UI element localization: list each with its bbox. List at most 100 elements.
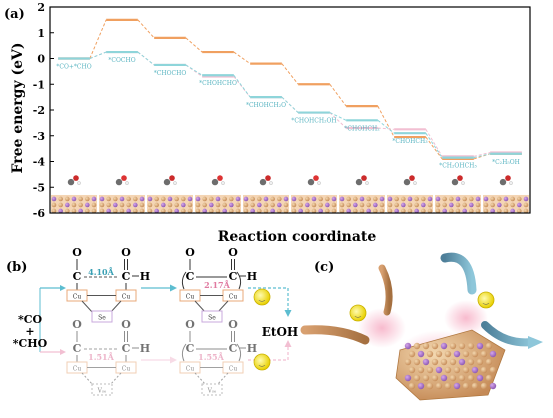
energy-connector bbox=[377, 119, 395, 134]
adsorbate-oxygen bbox=[217, 175, 223, 181]
particle-atom bbox=[404, 374, 412, 382]
particle-atom bbox=[471, 350, 479, 358]
se-vacancy-2 bbox=[201, 383, 223, 396]
slab-atom bbox=[339, 208, 345, 214]
particle-atom bbox=[485, 358, 493, 366]
energy-connector bbox=[329, 112, 347, 129]
electron-icon-bottom bbox=[253, 353, 271, 371]
slab-atom bbox=[414, 202, 419, 208]
atom-c-7: C bbox=[186, 342, 195, 355]
panel-b-label: (b) bbox=[6, 260, 27, 275]
distance-label-1: 4.10Å bbox=[88, 267, 114, 277]
energy-connector bbox=[425, 132, 443, 158]
slab-atom bbox=[339, 202, 345, 208]
slab-atom bbox=[243, 196, 249, 202]
adsorbate-oxygen bbox=[409, 175, 415, 181]
slab-atom bbox=[455, 202, 461, 208]
slab-atom bbox=[517, 208, 522, 214]
slab-atom bbox=[147, 202, 153, 208]
slab-atom bbox=[154, 202, 159, 208]
particle-atom bbox=[413, 358, 421, 366]
slab-atom bbox=[257, 196, 262, 202]
slab-atom bbox=[187, 196, 193, 202]
slab-atom bbox=[119, 208, 125, 214]
slab-atom bbox=[353, 202, 358, 208]
slab-atom bbox=[394, 196, 399, 202]
nanoparticle-atoms bbox=[404, 342, 497, 390]
slab-atom bbox=[51, 202, 57, 208]
particle-atom bbox=[417, 350, 425, 358]
c-cu-curve-1 bbox=[181, 271, 187, 290]
slab-atom bbox=[442, 202, 447, 208]
adsorbate-hydrogen bbox=[221, 181, 225, 185]
product-stream-right bbox=[481, 321, 536, 347]
particle-atom bbox=[476, 374, 484, 382]
slab-atom bbox=[58, 202, 63, 208]
x-axis-label: Reaction coordinate bbox=[218, 229, 377, 245]
cu-label-2: Cu bbox=[122, 294, 131, 301]
slab-atom bbox=[195, 208, 201, 214]
slab-atom bbox=[435, 196, 441, 202]
slab-atom bbox=[139, 202, 145, 208]
slab-atom bbox=[394, 208, 399, 214]
energy-connector bbox=[137, 51, 155, 66]
slab-atom bbox=[325, 196, 330, 202]
adsorbate-oxygen bbox=[505, 175, 511, 181]
slab-atom bbox=[291, 196, 297, 202]
slab-atom bbox=[270, 208, 275, 214]
atom-o-5: O bbox=[72, 318, 82, 331]
slab-atom bbox=[490, 196, 495, 202]
particle-atom bbox=[449, 342, 457, 350]
cu-v-bond-4 bbox=[216, 372, 229, 386]
arrowhead-bottom-up bbox=[284, 340, 292, 347]
slab-atom bbox=[394, 202, 399, 208]
bottom-path-to-product: ‿ bbox=[248, 340, 292, 371]
slab-atom bbox=[497, 202, 502, 208]
slab-atom bbox=[523, 196, 529, 202]
energy-connector bbox=[473, 152, 491, 157]
particle-atom bbox=[444, 382, 452, 390]
electron-face-icon-c-left: ‿ bbox=[354, 310, 361, 318]
particle-atom bbox=[435, 382, 443, 390]
energy-plot-axes bbox=[49, 6, 531, 214]
slab-atom bbox=[435, 208, 441, 214]
particle-atom bbox=[435, 350, 443, 358]
slab-atom bbox=[475, 208, 481, 214]
intermediate-label: *C₂H₅OH bbox=[492, 159, 520, 166]
slab-atom bbox=[99, 196, 105, 202]
slab-atom bbox=[490, 202, 495, 208]
slab-atom bbox=[133, 196, 138, 202]
particle-atom bbox=[408, 366, 416, 374]
y-tick-labels: 210-1-2-3-4-5-6 bbox=[33, 1, 46, 220]
atom-o-7: O bbox=[185, 318, 195, 331]
particle-atom bbox=[467, 374, 475, 382]
adsorbate-hydrogen bbox=[77, 181, 81, 185]
slab-atom bbox=[65, 196, 70, 202]
intermediate-label: *CHOCHO bbox=[154, 70, 187, 77]
slab-atom bbox=[78, 196, 83, 202]
vacancy-label-1: Vₛₑ bbox=[97, 388, 107, 395]
slab-atom bbox=[229, 196, 234, 202]
slab-atom bbox=[133, 208, 138, 214]
mechanism-top-row: O C O C H 4.10Å Cu Cu Se O C O C H bbox=[66, 246, 292, 323]
slab-atom bbox=[359, 208, 365, 214]
cu-label-3: Cu bbox=[186, 294, 195, 301]
panel-c-label: (c) bbox=[314, 260, 334, 275]
slab-atom bbox=[222, 202, 227, 208]
cu-label-8: Cu bbox=[229, 366, 238, 373]
catalyst-illustration: ‿ ‿ bbox=[300, 252, 543, 401]
y-tick-label: -4 bbox=[33, 156, 46, 169]
atom-c-1: C bbox=[73, 270, 82, 283]
active-site-glow-left bbox=[358, 308, 406, 348]
particle-atom bbox=[485, 342, 493, 350]
slab-atom bbox=[401, 202, 406, 208]
atom-o-1: O bbox=[72, 246, 82, 259]
particle-atom bbox=[417, 382, 425, 390]
slab-atom bbox=[325, 202, 330, 208]
slab-atom bbox=[277, 196, 282, 202]
slab-atom bbox=[106, 196, 111, 202]
particle-atom bbox=[404, 358, 412, 366]
energy-connector bbox=[89, 19, 107, 59]
adsorbate-hydrogen bbox=[317, 181, 321, 185]
intermediate-label: *CO+*CHO bbox=[56, 64, 91, 71]
